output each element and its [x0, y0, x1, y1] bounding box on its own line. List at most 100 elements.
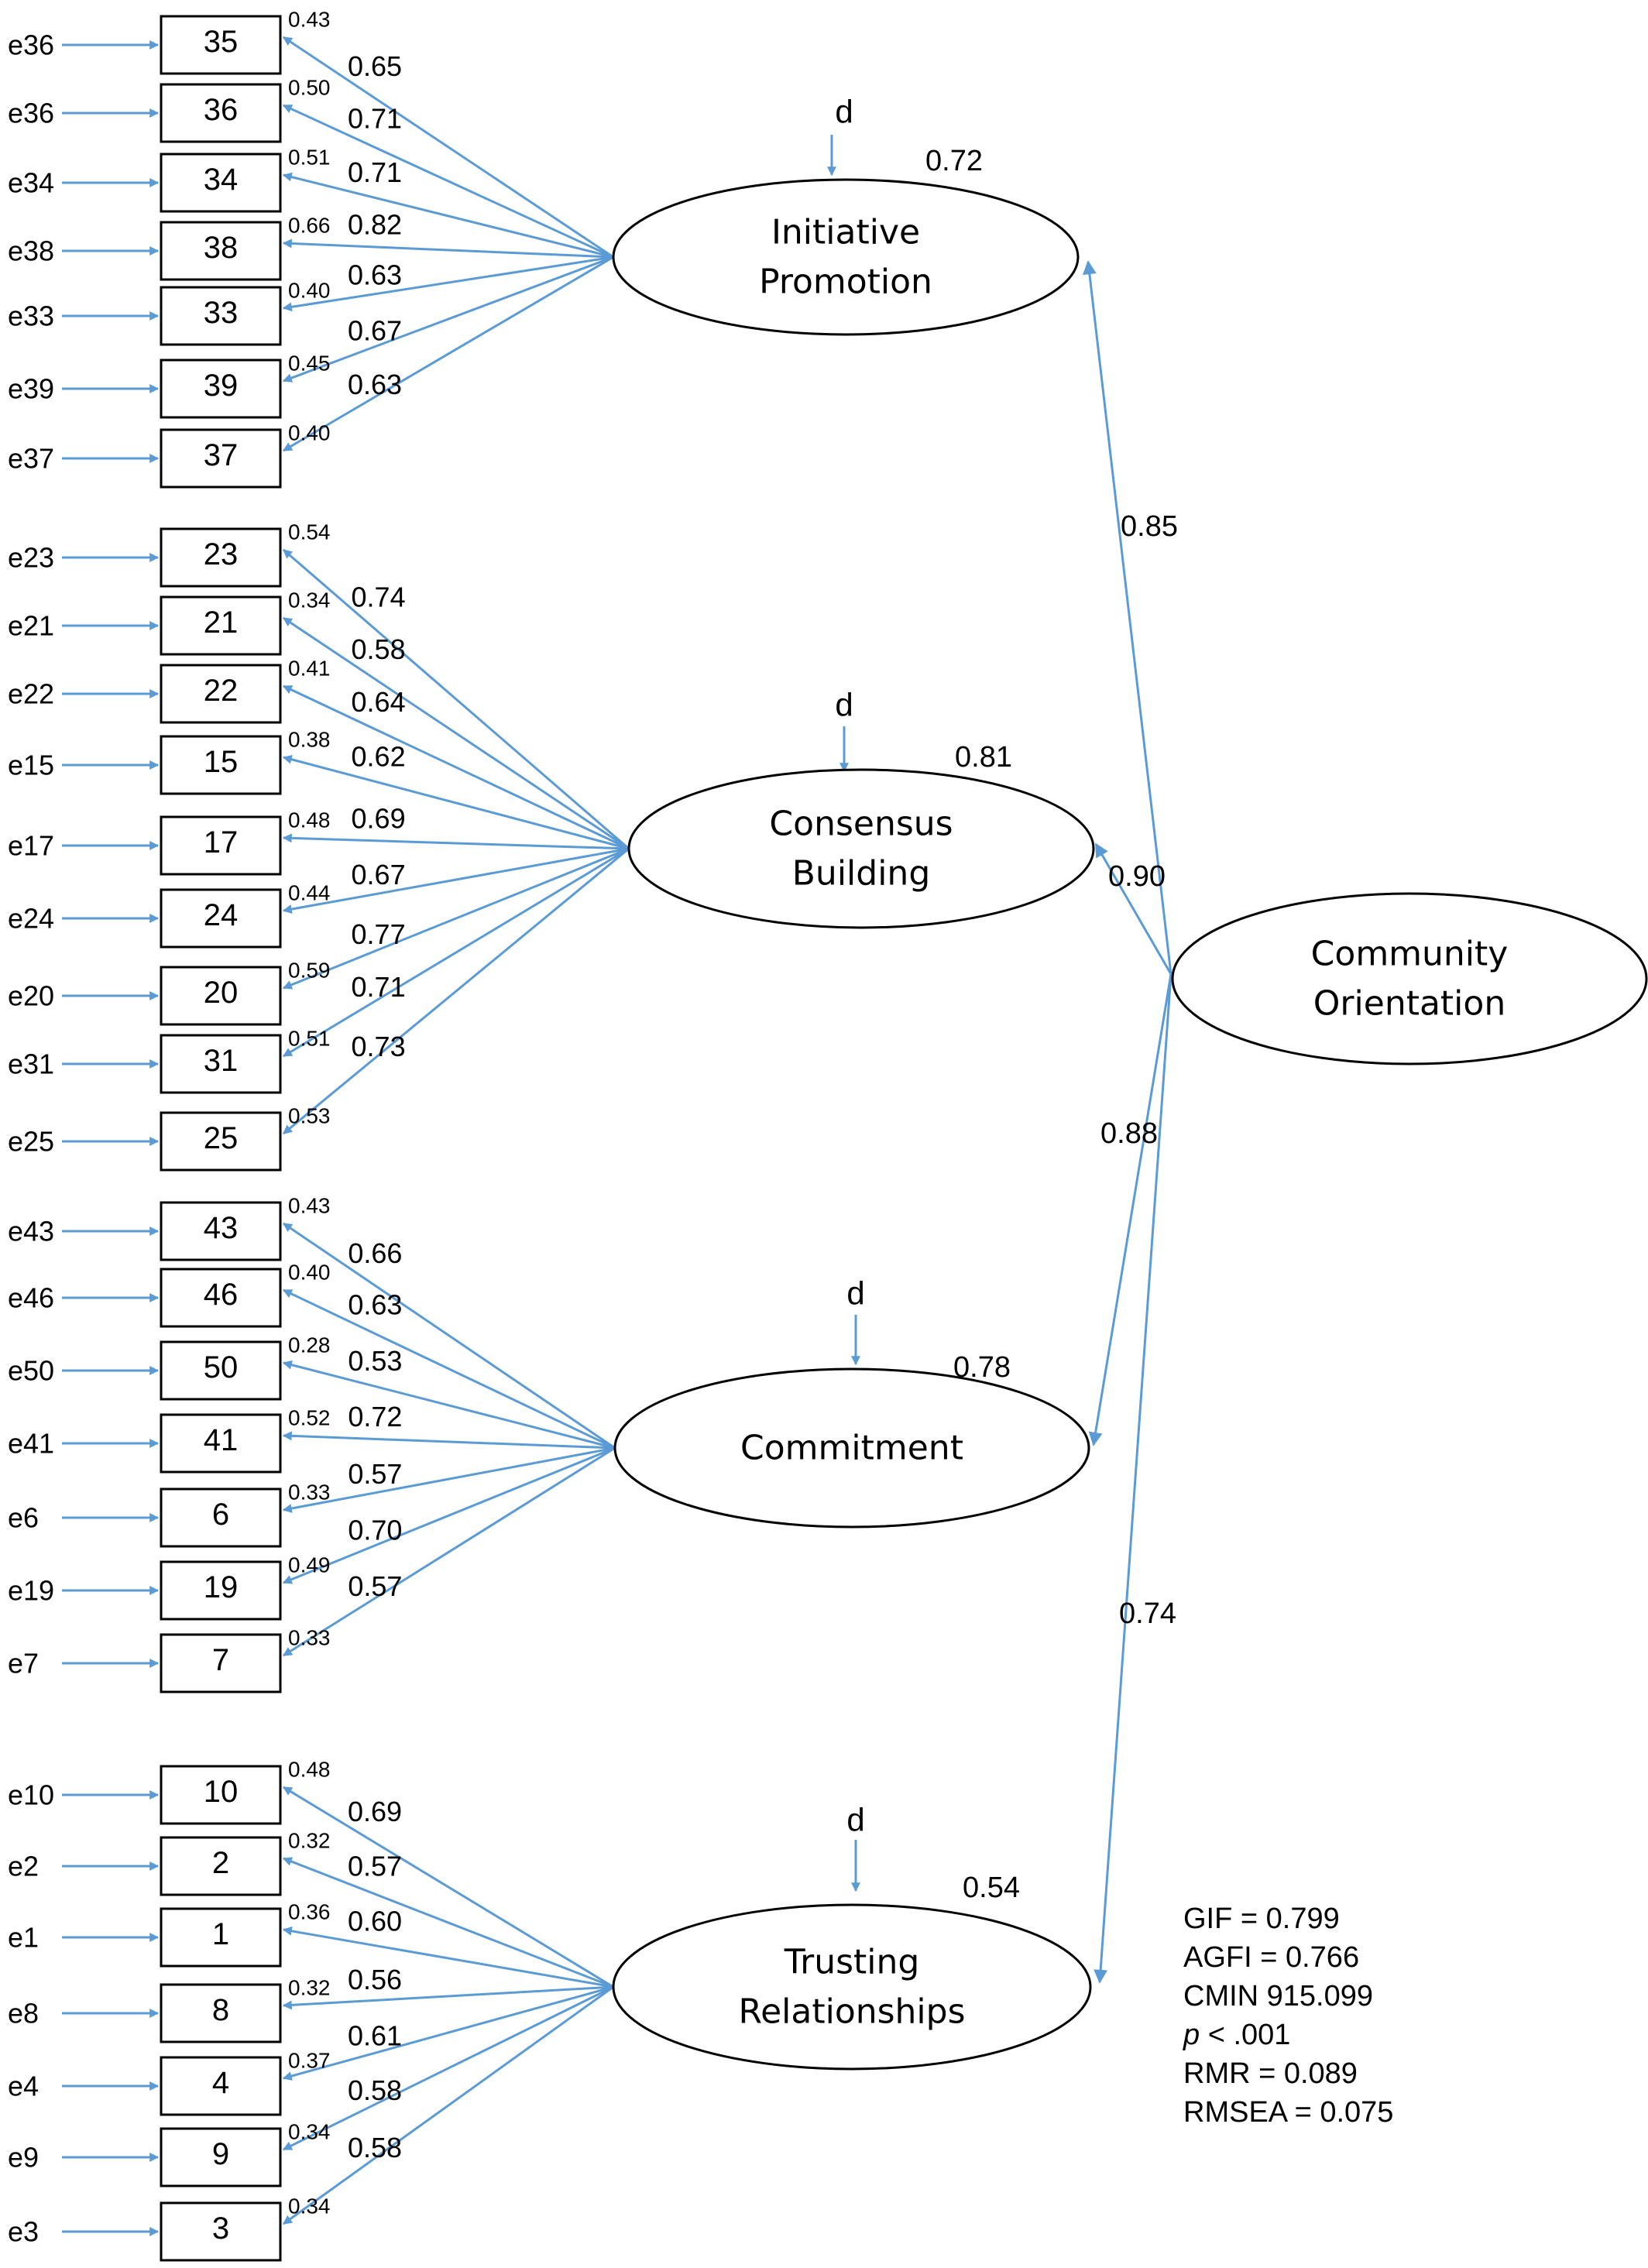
indicator-box [160, 1633, 282, 1693]
indicator-box [160, 527, 282, 588]
error-term-label: e6 [8, 1502, 39, 1534]
disturbance-label: d [846, 1802, 864, 1838]
error-term-label: e22 [8, 678, 54, 710]
fit-statistic-text: < .001 [1200, 2019, 1290, 2051]
error-term-label: e36 [8, 98, 54, 129]
latent-tr [612, 1903, 1092, 2071]
indicator-box [160, 286, 282, 346]
error-term-label: e50 [8, 1355, 54, 1387]
latent-ip [612, 178, 1080, 336]
indicator-r2: 0.51 [288, 1027, 331, 1051]
indicator-label: 25 [204, 1121, 239, 1155]
fit-statistic: AGFI = 0.766 [1183, 1941, 1359, 1974]
indicator-r2: 0.59 [288, 959, 331, 983]
indicator-r2: 0.28 [288, 1333, 331, 1357]
indicator-box [160, 1034, 282, 1094]
indicator-label: 36 [204, 93, 239, 127]
loading-path [282, 256, 614, 383]
indicator-box [160, 595, 282, 656]
error-term-label: e4 [8, 2071, 39, 2102]
indicator-label: 33 [204, 296, 239, 330]
loading-path [282, 754, 630, 850]
error-term-label: e3 [8, 2216, 39, 2248]
indicator-box [160, 1201, 282, 1261]
loading-path [283, 36, 614, 259]
indicator-r2: 0.37 [288, 2049, 331, 2073]
indicator-box [160, 1765, 282, 1825]
loading-path [282, 1446, 616, 1657]
indicator-label: 21 [204, 606, 239, 640]
factor-loading: 0.69 [352, 803, 406, 835]
second-order-path [1082, 260, 1172, 975]
indicator-box [160, 664, 282, 724]
error-term-label: e19 [8, 1575, 54, 1607]
factor-loading: 0.63 [348, 1288, 402, 1320]
loading-path [282, 1985, 614, 2081]
indicator-r2: 0.66 [288, 214, 331, 238]
indicator-label: 24 [204, 898, 239, 932]
indicator-r2: 0.48 [288, 808, 331, 832]
indicator-box [160, 888, 282, 949]
indicator-label: 41 [204, 1423, 239, 1457]
latent-label: Community [1311, 935, 1509, 974]
indicator-box [160, 153, 282, 213]
fit-statistic-text: GIF = 0.799 [1183, 1903, 1340, 1935]
error-term-label: e20 [8, 980, 54, 1012]
indicator-label: 3 [212, 2211, 229, 2246]
indicator-r2: 0.34 [288, 2120, 331, 2144]
latent-label: Initiative [771, 213, 920, 252]
indicator-box [160, 1268, 282, 1328]
indicator-r2: 0.33 [288, 1626, 331, 1650]
fit-statistic-text: RMSEA = 0.075 [1183, 2096, 1393, 2129]
error-term-label: e33 [8, 300, 54, 332]
error-term-label: e25 [8, 1126, 54, 1158]
factor-loading: 0.72 [348, 1401, 402, 1433]
indicator-r2: 0.40 [288, 421, 331, 445]
loading-path [283, 847, 630, 1135]
indicator-r2: 0.34 [288, 588, 331, 612]
loading-path [282, 1288, 616, 1450]
indicator-box [160, 1487, 282, 1548]
indicator-label: 10 [204, 1775, 239, 1809]
factor-r2: 0.54 [963, 1872, 1020, 1904]
indicator-r2: 0.40 [288, 1261, 331, 1285]
latent-community-orientation [1171, 892, 1648, 1065]
loading-path [282, 238, 614, 259]
error-term-label: e7 [8, 1648, 39, 1680]
factor-r2: 0.81 [955, 741, 1012, 774]
loading-path [283, 548, 630, 850]
factor-loading: 0.71 [348, 156, 402, 188]
disturbance-label: d [835, 94, 853, 130]
indicator-r2: 0.32 [288, 1829, 331, 1853]
error-term-label: e10 [8, 1779, 54, 1811]
factor-r2: 0.78 [953, 1351, 1011, 1384]
indicator-r2: 0.44 [288, 881, 331, 905]
loading-path [282, 256, 614, 452]
factor-loading: 0.67 [348, 315, 402, 347]
factor-loading: 0.57 [348, 1570, 402, 1602]
latent-label: Commitment [740, 1429, 963, 1468]
factor-loading: 0.58 [352, 633, 406, 665]
indicator-r2: 0.45 [288, 352, 331, 376]
indicator-r2: 0.33 [288, 1481, 331, 1505]
indicator-r2: 0.54 [288, 520, 331, 544]
error-term-label: e46 [8, 1282, 54, 1314]
factor-loading: 0.58 [348, 2074, 402, 2106]
indicator-label: 2 [212, 1846, 229, 1880]
second-order-loading: 0.74 [1119, 1597, 1176, 1630]
indicator-r2: 0.53 [288, 1104, 331, 1128]
error-term-label: e21 [8, 610, 54, 642]
fit-statistic: RMR = 0.089 [1183, 2057, 1358, 2090]
indicator-box [160, 428, 282, 489]
indicator-box [160, 2056, 282, 2116]
indicator-r2: 0.38 [288, 728, 331, 752]
indicator-box [160, 1111, 282, 1172]
indicator-box [160, 2127, 282, 2187]
fit-statistic: CMIN 915.099 [1183, 1980, 1373, 2012]
indicator-box [160, 1560, 282, 1621]
factor-loading: 0.57 [348, 1851, 402, 1882]
error-term-label: e31 [8, 1048, 54, 1080]
indicator-box [160, 1340, 282, 1401]
